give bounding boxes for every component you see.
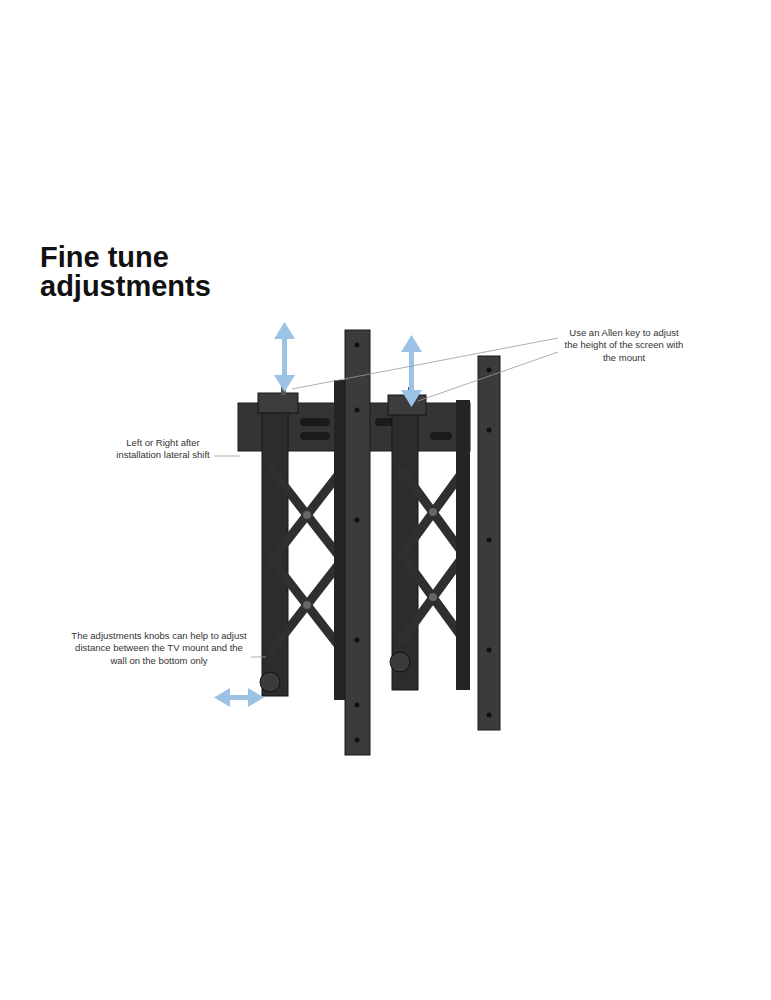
arrow-shaft	[282, 334, 287, 380]
bar-hole	[355, 703, 360, 708]
hook-block	[258, 393, 298, 413]
bar-hole	[355, 343, 360, 348]
bar-hole	[355, 408, 360, 413]
arrow-head	[274, 322, 295, 339]
callout-note: Left or Right after installation lateral…	[116, 437, 210, 462]
leader-line	[214, 456, 240, 457]
arm	[272, 470, 342, 560]
back-plate	[456, 400, 470, 690]
left-arm-assembly	[258, 330, 370, 755]
adjustment-arrows	[214, 322, 422, 707]
arrow-head	[401, 390, 422, 407]
scissor-arms	[272, 470, 342, 650]
leader-lines	[214, 338, 558, 657]
bar-hole	[355, 738, 360, 743]
arrow-shaft	[409, 347, 414, 395]
arm	[402, 555, 464, 640]
arm	[402, 470, 464, 555]
rail-slot	[430, 432, 452, 440]
display-bar	[478, 356, 500, 730]
arrow-head	[274, 375, 295, 392]
pivot	[429, 593, 437, 601]
leader-line	[251, 657, 266, 658]
bar-hole	[355, 638, 360, 643]
bar-hole	[355, 518, 360, 523]
page-title: Fine tune adjustments	[40, 243, 240, 301]
callout-note: Use an Allen key to adjust the height of…	[563, 327, 685, 364]
arrow-head	[214, 688, 230, 707]
adjustment-knob	[260, 672, 280, 692]
bar-hole	[487, 428, 492, 433]
rail-slot	[300, 432, 330, 440]
leader-line	[418, 352, 558, 401]
pivot	[303, 601, 311, 609]
display-bar	[345, 330, 370, 755]
arrow-head	[248, 688, 264, 707]
arm	[272, 560, 342, 650]
arm	[402, 555, 464, 640]
pivot	[303, 511, 311, 519]
arm	[272, 470, 342, 560]
adjustment-knob	[390, 652, 410, 672]
rail-slot	[300, 418, 330, 426]
leader-line	[292, 338, 558, 389]
pivot	[429, 508, 437, 516]
bar-hole	[487, 368, 492, 373]
bar-hole	[487, 538, 492, 543]
scissor-arms	[402, 470, 464, 640]
arrow-head	[401, 335, 422, 352]
right-arm-assembly	[388, 356, 500, 730]
bar-hole	[487, 648, 492, 653]
callout-note: The adjustments knobs can help to adjust…	[70, 630, 248, 667]
arm	[272, 560, 342, 650]
bar-hole	[487, 713, 492, 718]
arm	[402, 470, 464, 555]
